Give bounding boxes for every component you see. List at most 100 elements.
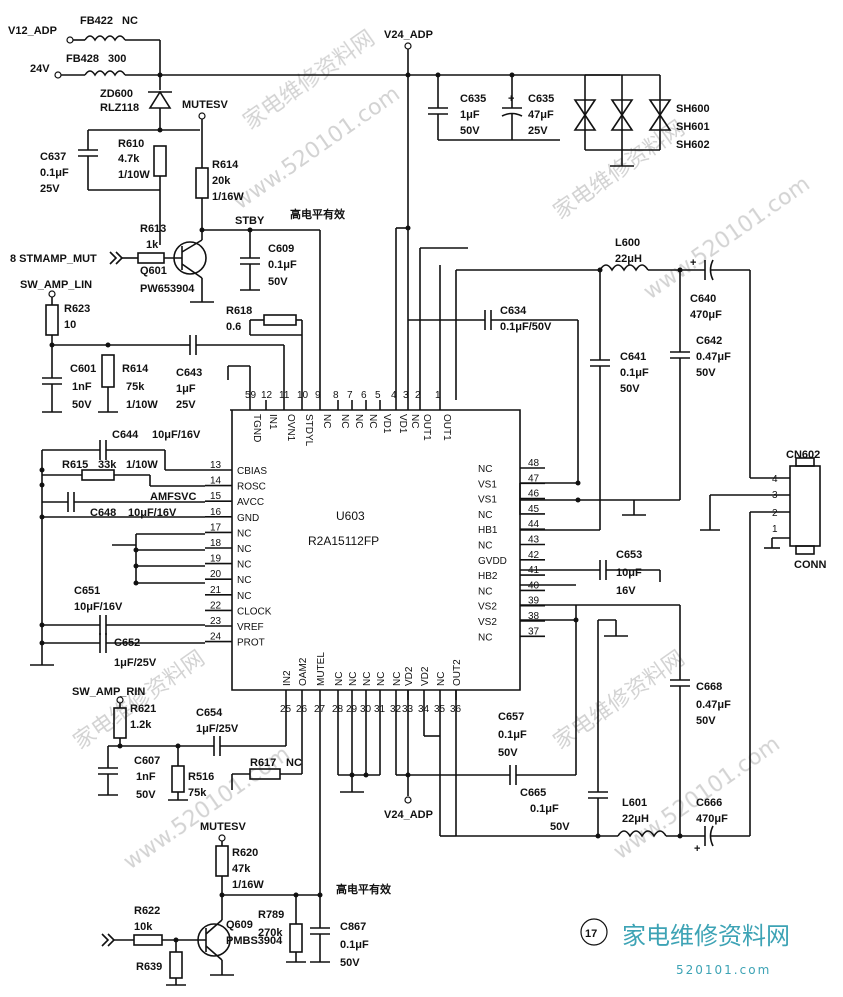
ic-part: R2A15112FP (308, 534, 379, 548)
fb428-ref: FB428 (66, 53, 99, 65)
ic-pin-number: 40 (528, 580, 540, 591)
ic-pin-name: MUTEL (316, 652, 327, 686)
ic-pin-name: IN2 (282, 670, 293, 686)
ic-pin-name: VS2 (478, 617, 497, 628)
c635b-v2: 25V (528, 125, 548, 137)
ic-pin-name: ROSC (237, 482, 266, 493)
ic-pin-name: VD1 (397, 414, 408, 434)
c607-ref: C607 (134, 755, 160, 767)
r789-v1: 270k (258, 927, 283, 939)
ic-pin-name: GND (237, 513, 259, 524)
ic-pin-number: 12 (261, 390, 273, 401)
ic-pin-name: HB1 (478, 525, 498, 536)
r614b-v1: 75k (126, 381, 145, 393)
r789-resistor (289, 923, 303, 953)
watermark-layer: 家电维修资料网 家电维修资料网 www.520101.com www.52010… (69, 26, 815, 875)
c637-v2: 25V (40, 183, 60, 195)
watermark-text: 家电维修资料网 (549, 646, 690, 755)
ic-pin-number: 44 (528, 519, 540, 530)
c653-v1: 10μF (616, 567, 642, 579)
ic-pin-number: 21 (210, 585, 222, 596)
ic-pin-name: NC (339, 414, 350, 428)
rail-v12-adp: V12_ADP (8, 25, 57, 37)
r614a-v1: 20k (212, 175, 231, 187)
l600-inductor (599, 264, 649, 272)
r613-ref: R613 (140, 223, 166, 235)
ic-pin-number: 3 (403, 390, 409, 401)
ic-pin-name: NC (362, 672, 373, 686)
c648-ref: C648 (90, 507, 116, 519)
power-input-section: V12_ADP FB422 NC 24V FB428 300 ZD600 RLZ… (8, 15, 620, 400)
q609-ref: Q609 (226, 919, 253, 931)
cn602-pin4: 4 (772, 474, 778, 485)
c641-v1: 0.1μF (620, 367, 649, 379)
ic-pin-number: 13 (210, 460, 222, 471)
r614-resistor (195, 167, 209, 199)
fb428-inductor (84, 70, 126, 77)
r621-ref: R621 (130, 703, 156, 715)
ic-pin-number: 19 (210, 554, 222, 565)
ic-pin-name: VS1 (478, 495, 497, 506)
c657-ref: C657 (498, 711, 524, 723)
c643-ref: C643 (176, 367, 202, 379)
c648-v1: 10μF/16V (128, 507, 177, 519)
ic-pin-number: 1 (435, 390, 441, 401)
zd600-val: RLZ118 (100, 102, 139, 114)
cn602-ref: CN602 (786, 449, 820, 461)
ic-pin-name: OUT1 (441, 414, 452, 441)
plus-icon: + (508, 93, 514, 105)
r622-resistor (133, 934, 163, 946)
c609-v1: 0.1μF (268, 259, 297, 271)
c665-ref: C665 (520, 787, 546, 799)
ic-pin-name: VS1 (478, 479, 497, 490)
c607-v2: 50V (136, 789, 156, 801)
signal-amfsvc: AMFSVC (150, 491, 197, 503)
ic-ref: U603 (336, 509, 365, 523)
c641-v2: 50V (620, 383, 640, 395)
r610-v2: 1/10W (118, 169, 150, 181)
c609-v2: 50V (268, 276, 288, 288)
c652-v1: 1μF/25V (114, 657, 157, 669)
sh602-suppressor (648, 99, 672, 131)
zd600-zener (148, 90, 172, 109)
ic-pin-name: NC (409, 414, 420, 428)
c634-ref: C634 (500, 305, 527, 317)
ic-pin-name: CLOCK (237, 606, 272, 617)
ic-pin-name: NC (237, 544, 251, 555)
ic-pin-number: 4 (391, 390, 397, 401)
input-arrow-icon (109, 251, 124, 265)
r622-ref: R622 (134, 905, 160, 917)
ic-pin-name: VS2 (478, 602, 497, 613)
r623-resistor (45, 304, 59, 336)
sh600-ref: SH600 (676, 103, 710, 115)
note-active-high-2: 高电平有效 (336, 882, 392, 896)
r614a-v2: 1/16W (212, 191, 244, 203)
ic-pin-number: 38 (528, 611, 540, 622)
ic-pin-name: VREF (237, 622, 264, 633)
r614a-ref: R614 (212, 159, 239, 171)
c653-v2: 16V (616, 585, 636, 597)
sh601-ref: SH601 (676, 121, 710, 133)
c642-v2: 50V (696, 367, 716, 379)
c665-v1: 0.1μF (530, 803, 559, 815)
ic-pin-number: 6 (361, 390, 367, 401)
page-badge (580, 918, 608, 946)
c635b-v1: 47μF (528, 109, 554, 121)
c651-ref: C651 (74, 585, 100, 597)
c666-v1: 470μF (696, 813, 728, 825)
r623-ref: R623 (64, 303, 90, 315)
ic-pin-name: NC (392, 672, 403, 686)
ic-pin-name: TGND (251, 414, 262, 442)
ic-pin-number: 23 (210, 616, 222, 627)
ic-pin-number: 22 (210, 600, 222, 611)
r615-ref: R615 (62, 459, 88, 471)
ic-pin-name: NC (436, 672, 447, 686)
brand-logo-text: 家电维修资料网 (622, 922, 790, 950)
ic-pin-name: NC (367, 414, 378, 428)
c668-ref: C668 (696, 681, 722, 693)
r613-v1: 1k (146, 239, 159, 251)
c642-ref: C642 (696, 335, 722, 347)
c654-ref: C654 (196, 707, 223, 719)
cn602-pin1: 1 (772, 524, 778, 535)
r621-v1: 1.2k (130, 719, 152, 731)
